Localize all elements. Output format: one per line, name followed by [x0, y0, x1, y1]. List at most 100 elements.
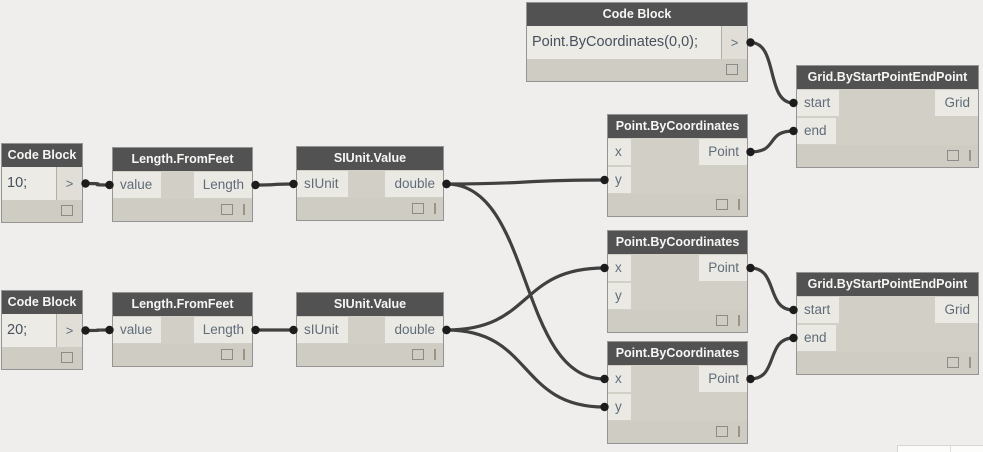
preview-toggle-icon[interactable]	[61, 205, 73, 216]
preview-toggle-icon[interactable]	[221, 349, 233, 360]
node-title[interactable]: Grid.ByStartPointEndPoint	[797, 273, 978, 296]
input-port-end[interactable]: end	[797, 325, 836, 351]
node-title[interactable]: Code Block	[527, 3, 747, 26]
node-title[interactable]: Length.FromFeet	[113, 148, 252, 171]
input-port-value[interactable]: value	[113, 172, 162, 198]
node-title[interactable]: Point.ByCoordinates	[608, 115, 747, 138]
horizontal-scrollbar[interactable]	[897, 445, 983, 452]
resize-grip-icon[interactable]	[738, 199, 740, 210]
preview-toggle-icon[interactable]	[716, 199, 728, 210]
output-port-cb_point[interactable]: >	[721, 26, 747, 59]
wire[interactable]	[444, 182, 607, 381]
code-input[interactable]: 10;	[2, 167, 56, 200]
preview-toggle-icon[interactable]	[726, 64, 738, 75]
scrollbar-thumb[interactable]	[898, 446, 951, 452]
resize-grip-icon[interactable]	[434, 349, 436, 360]
output-port-double[interactable]: double	[385, 317, 443, 343]
resize-grip-icon[interactable]	[738, 426, 740, 437]
input-port-y[interactable]: y	[608, 283, 631, 309]
node-title[interactable]: Point.ByCoordinates	[608, 342, 747, 365]
connector-dot[interactable]	[746, 147, 755, 157]
preview-toggle-icon[interactable]	[947, 357, 959, 368]
connector-dot[interactable]	[81, 326, 90, 335]
input-port-start[interactable]: start	[797, 297, 840, 323]
output-port-Point[interactable]: Point	[699, 366, 747, 392]
resize-grip-icon[interactable]	[738, 315, 740, 326]
resize-grip-icon[interactable]	[243, 204, 245, 215]
preview-toggle-icon[interactable]	[412, 203, 424, 214]
wire[interactable]	[83, 328, 112, 333]
connector-dot[interactable]	[442, 325, 451, 335]
input-port-end[interactable]: end	[797, 118, 836, 144]
node-title[interactable]: Point.ByCoordinates	[608, 231, 747, 254]
connector-dot[interactable]	[442, 325, 451, 335]
output-port-double[interactable]: double	[385, 171, 443, 197]
input-port-x[interactable]: x	[608, 139, 631, 165]
input-port-sIUnit[interactable]: sIUnit	[297, 317, 348, 343]
wire[interactable]	[253, 182, 296, 187]
preview-toggle-icon[interactable]	[716, 315, 728, 326]
wire[interactable]	[748, 129, 796, 154]
output-port-Grid[interactable]: Grid	[935, 90, 978, 116]
node-title[interactable]: Grid.ByStartPointEndPoint	[797, 66, 978, 89]
output-port-cb20[interactable]: >	[56, 314, 82, 347]
wire[interactable]	[83, 181, 112, 187]
input-port-start[interactable]: start	[797, 90, 840, 116]
wire[interactable]	[444, 266, 607, 332]
node-title[interactable]: Code Block	[2, 144, 82, 167]
preview-toggle-icon[interactable]	[221, 204, 233, 215]
node-title[interactable]: SIUnit.Value	[297, 147, 443, 170]
resize-grip-icon[interactable]	[434, 203, 436, 214]
wire[interactable]	[444, 328, 607, 409]
input-port-x[interactable]: x	[608, 366, 631, 392]
output-port-Length[interactable]: Length	[193, 317, 252, 343]
input-port-x[interactable]: x	[608, 255, 631, 281]
output-port-Point[interactable]: Point	[699, 255, 747, 281]
wire[interactable]	[444, 178, 607, 186]
scrollbar-track[interactable]	[951, 446, 983, 452]
input-port-y[interactable]: y	[608, 167, 631, 193]
code-input[interactable]: 20;	[2, 314, 56, 347]
node-title[interactable]: SIUnit.Value	[297, 293, 443, 316]
wire[interactable]	[748, 40, 796, 105]
connector-dot[interactable]	[746, 263, 755, 273]
preview-toggle-icon[interactable]	[412, 349, 424, 360]
output-port-Point[interactable]: Point	[699, 139, 747, 165]
preview-toggle-icon[interactable]	[61, 352, 73, 363]
connector-dot[interactable]	[746, 38, 755, 47]
wire[interactable]	[748, 336, 796, 381]
preview-toggle-icon[interactable]	[947, 150, 959, 161]
resize-grip-icon[interactable]	[969, 357, 971, 368]
input-port-y[interactable]: y	[608, 394, 631, 420]
input-port-value[interactable]: value	[113, 317, 162, 343]
wire[interactable]	[748, 266, 796, 312]
code-input[interactable]: Point.ByCoordinates(0,0);	[527, 26, 721, 59]
resize-grip-icon[interactable]	[243, 349, 245, 360]
output-port-Grid[interactable]: Grid	[935, 297, 978, 323]
connector-dot[interactable]	[251, 325, 260, 335]
connector-dot[interactable]	[81, 179, 90, 188]
node-title[interactable]: Length.FromFeet	[113, 293, 252, 316]
resize-grip-icon[interactable]	[969, 150, 971, 161]
output-port-cb10[interactable]: >	[56, 167, 82, 200]
input-port-sIUnit[interactable]: sIUnit	[297, 171, 348, 197]
connector-dot[interactable]	[251, 180, 260, 190]
preview-toggle-icon[interactable]	[716, 426, 728, 437]
connector-dot[interactable]	[746, 374, 755, 384]
node-title[interactable]: Code Block	[2, 291, 82, 314]
connector-dot[interactable]	[442, 179, 451, 189]
connector-dot[interactable]	[442, 179, 451, 189]
